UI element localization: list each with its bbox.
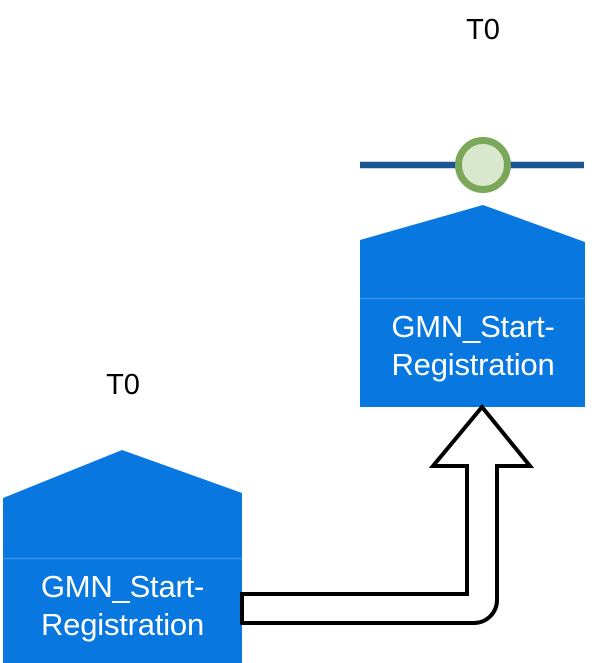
top-node[interactable] xyxy=(360,205,585,407)
circle-event-icon[interactable] xyxy=(455,137,511,193)
sequence-line-group xyxy=(360,137,584,193)
top-node-time-label: T0 xyxy=(466,14,500,46)
bottom-node-shape[interactable] xyxy=(3,450,242,663)
bottom-node-time-label: T0 xyxy=(106,369,140,401)
bottom-node[interactable] xyxy=(3,450,242,663)
top-node-shape[interactable] xyxy=(360,205,585,407)
mapping-arrow[interactable] xyxy=(240,403,535,625)
